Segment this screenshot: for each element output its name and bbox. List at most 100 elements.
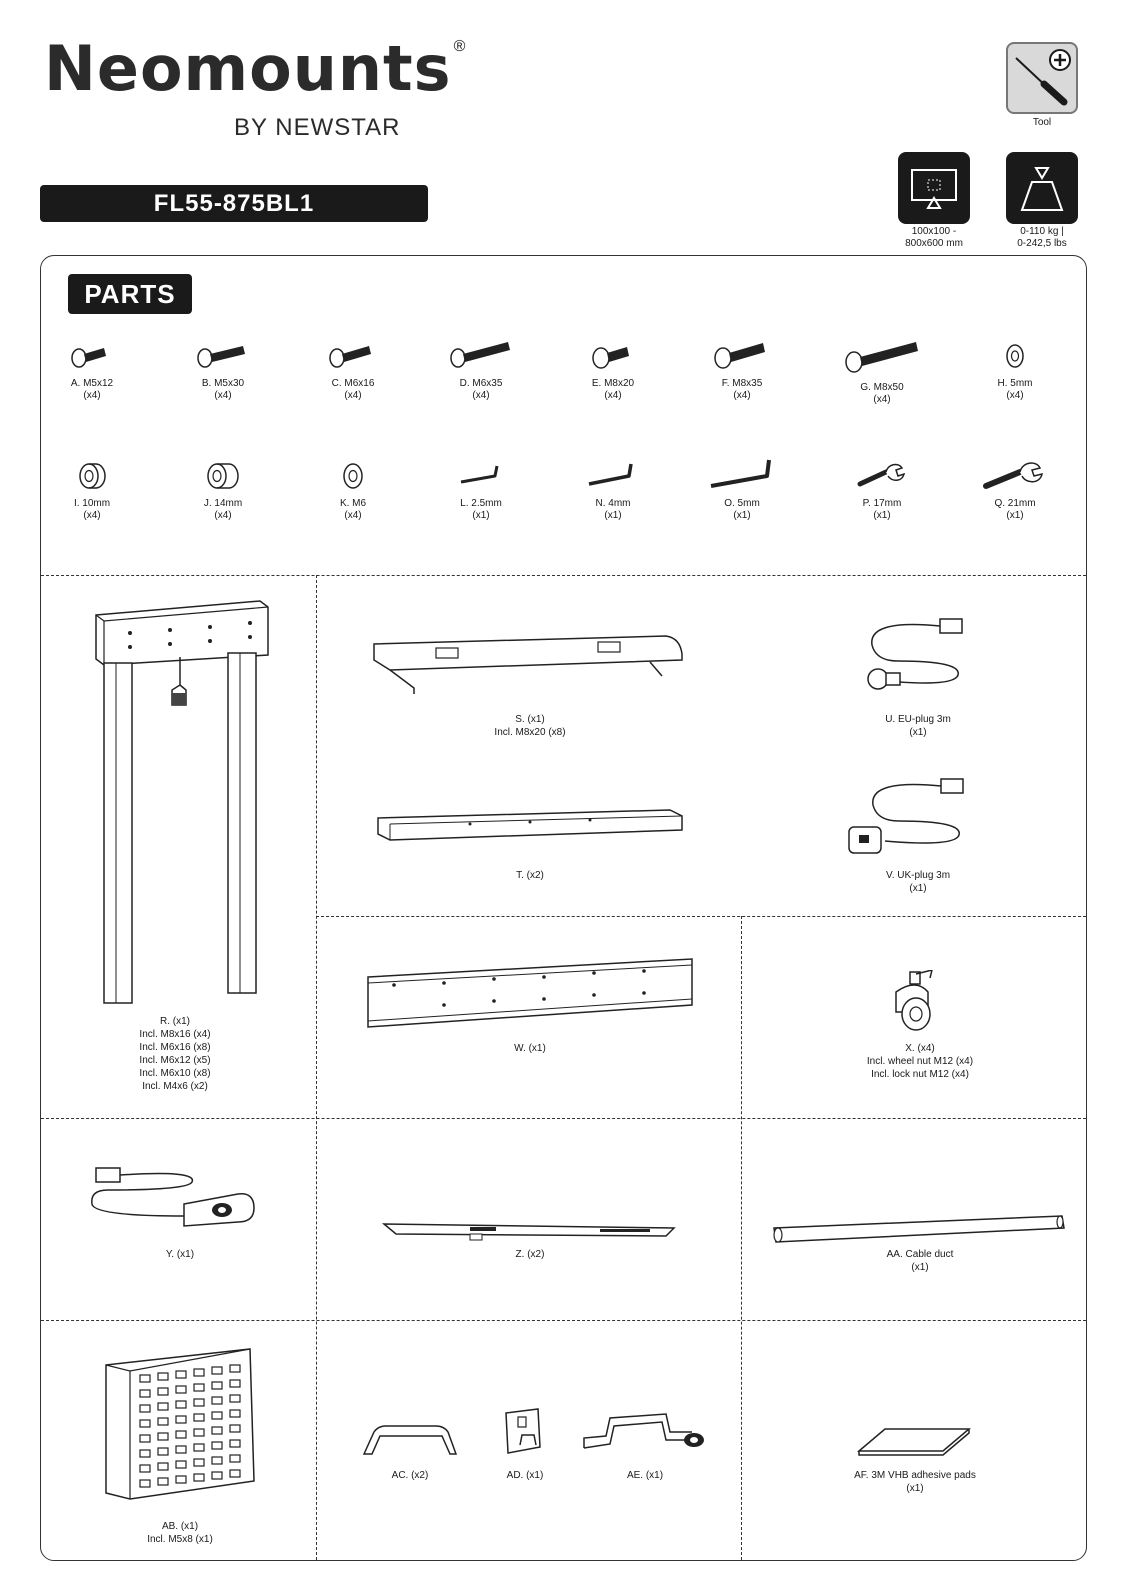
socket-slot [193, 1398, 205, 1407]
component-ac-caption: AC. (x2) [391, 1470, 429, 1481]
component-ab-caption: AB. (x1) Incl. M5x8 (x1) [147, 1521, 213, 1545]
socket-slot [175, 1475, 187, 1484]
socket-slot [157, 1372, 169, 1381]
screw-icon [329, 346, 371, 368]
socket-slot [157, 1387, 169, 1396]
socket-slot [229, 1364, 241, 1373]
screw-icon [450, 342, 510, 368]
hardware-k: K. M6(x4) [298, 458, 408, 522]
hardware-p: P. 17mm(x1) [827, 458, 937, 522]
registered-mark: ® [453, 38, 466, 55]
socket-slot [157, 1447, 169, 1456]
brand-logo: Neomounts® BY NEWSTAR [44, 38, 465, 142]
handle-bracket-illustration [362, 1425, 458, 1455]
socket-slot [211, 1426, 223, 1435]
socket-slot [229, 1469, 241, 1478]
component-z-caption: Z. (x2) [515, 1249, 545, 1260]
socket-slot [139, 1389, 151, 1398]
socket-slot [193, 1443, 205, 1452]
model-number: FL55-875BL1 [40, 185, 428, 222]
long-bracket-illustration [381, 1223, 676, 1241]
brand-name: Neomounts [44, 32, 452, 105]
control-box-illustration [105, 1348, 255, 1500]
hardware-c: C. M6x16(x4) [298, 338, 408, 402]
hardware-j: J. 14mm(x4) [168, 458, 278, 522]
divider [41, 1320, 1086, 1321]
divider [316, 916, 1086, 917]
socket-slot [175, 1445, 187, 1454]
socket-slot [211, 1366, 223, 1375]
hardware-a: A. M5x12(x4) [37, 338, 147, 402]
hardware-q: Q. 21mm(x1) [960, 458, 1070, 522]
hardware-d: D. M6x35(x4) [426, 338, 536, 402]
weight-icon [1006, 152, 1078, 224]
screw-icon [592, 347, 629, 369]
component-u-caption: U. EU-plug 3m (x1) [885, 714, 951, 738]
socket-slot [175, 1385, 187, 1394]
hex-key-icon [588, 463, 633, 486]
hardware-l: L. 2.5mm(x1) [426, 458, 536, 522]
nut-icon [343, 463, 363, 489]
socket-slot [211, 1396, 223, 1405]
component-w-caption: W. (x1) [514, 1043, 546, 1054]
socket-slot [229, 1454, 241, 1463]
hex-key-icon [460, 465, 499, 484]
divider [41, 1118, 1086, 1119]
socket-slot [229, 1424, 241, 1433]
hardware-b: B. M5x30(x4) [168, 338, 278, 402]
control-handset-illustration [91, 1167, 255, 1227]
socket-slot [229, 1394, 241, 1403]
component-s-caption: S. (x1) Incl. M8x20 (x8) [494, 714, 566, 738]
divider [316, 575, 317, 1560]
weight-label: 0-110 kg | 0-242,5 lbs [1017, 226, 1067, 249]
component-x-caption: X. (x4) Incl. wheel nut M12 (x4) Incl. l… [866, 1043, 974, 1080]
tool-label: Tool [1032, 117, 1052, 128]
tape-bracket-illustration [583, 1413, 704, 1449]
socket-slot [157, 1462, 169, 1471]
socket-slot [211, 1411, 223, 1420]
adhesive-pads-illustration [856, 1428, 972, 1456]
hardware-o: O. 5mm(x1) [687, 458, 797, 522]
crossbar-illustration [377, 809, 683, 841]
socket-slot [175, 1460, 187, 1469]
component-v-caption: V. UK-plug 3m (x1) [885, 870, 951, 894]
socket-slot [175, 1415, 187, 1424]
spacer-icon [207, 463, 239, 489]
socket-slot [175, 1430, 187, 1439]
screw-icon [197, 346, 245, 368]
divider [41, 575, 1086, 576]
socket-slot [139, 1479, 151, 1488]
component-r-caption: R. (x1) Incl. M8x16 (x4) Incl. M6x16 (x8… [139, 1016, 211, 1092]
socket-slot [157, 1402, 169, 1411]
socket-slot [211, 1441, 223, 1450]
socket-slot [193, 1458, 205, 1467]
component-aa-caption: AA. Cable duct (x1) [886, 1249, 954, 1273]
socket-slot [229, 1439, 241, 1448]
divider [741, 916, 742, 1560]
vesa-label: 100x100 - 800x600 mm [905, 226, 963, 249]
socket-slot [193, 1383, 205, 1392]
socket-slot [139, 1404, 151, 1413]
wrench-icon [983, 462, 1043, 489]
socket-slot [139, 1374, 151, 1383]
component-ad-caption: AD. (x1) [506, 1470, 544, 1481]
socket-slot [139, 1434, 151, 1443]
screw-icon [714, 343, 765, 369]
clip-bracket-illustration [505, 1408, 541, 1454]
caster-wheel-illustration [895, 970, 933, 1031]
socket-slot [193, 1368, 205, 1377]
brand-subtitle: BY NEWSTAR [234, 114, 401, 141]
hex-key-icon [710, 459, 771, 488]
socket-slot [175, 1400, 187, 1409]
uk-plug-cable-illustration [848, 778, 964, 854]
hardware-h: H. 5mm(x4) [960, 338, 1070, 402]
socket-slot [175, 1370, 187, 1379]
socket-slot [157, 1432, 169, 1441]
vesa-screen-icon [898, 152, 970, 224]
hardware-i: I. 10mm(x4) [37, 458, 147, 522]
hardware-n: N. 4mm(x1) [558, 458, 668, 522]
socket-slot [193, 1428, 205, 1437]
socket-slot [157, 1477, 169, 1486]
desktop-plate-illustration [373, 635, 683, 694]
socket-slot [229, 1409, 241, 1418]
